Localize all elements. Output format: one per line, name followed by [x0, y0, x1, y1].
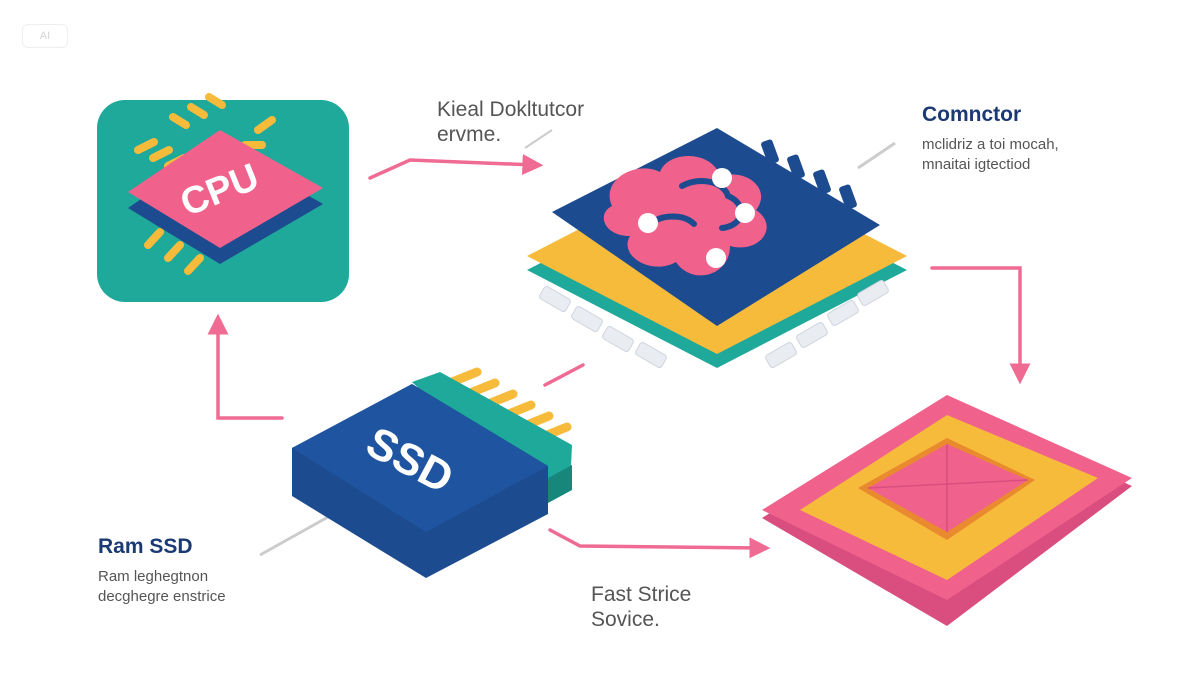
- leader-top-right: [857, 141, 896, 170]
- cpu-node: CPU: [97, 93, 349, 302]
- arrow-cpu-to-processor: [368, 154, 544, 180]
- processor-top-pins: [761, 139, 857, 210]
- storage-node: [762, 395, 1132, 626]
- annotation-top-center: Kieal Dokltutcor ervme.: [437, 97, 584, 147]
- annotation-bottom-left: Ram SSD Ram leghegtnon decghegre enstric…: [98, 535, 226, 607]
- annotation-top-right-line1: mclidriz a toi mocah,: [922, 136, 1059, 153]
- annotation-bottom-center: Fast Strice Sovice.: [591, 582, 691, 632]
- processor-node: [527, 128, 907, 368]
- link-ssd-processor: [543, 363, 585, 387]
- annotation-bottom-center-line2: Sovice.: [591, 608, 660, 631]
- annotation-bottom-center-line1: Fast Strice: [591, 583, 692, 606]
- annotation-top-right-line2: mnaitai igtectiod: [922, 156, 1031, 173]
- annotation-top-right-title: Comnctor: [922, 103, 1022, 126]
- arrow-ssd-to-cpu: [207, 313, 284, 420]
- leader-lines: [259, 129, 896, 557]
- arrows: [207, 154, 1031, 559]
- annotation-top-center-line1: Kieal Dokltutcor: [437, 98, 585, 121]
- leader-top-center: [524, 129, 553, 149]
- arrow-ssd-to-storage: [548, 528, 771, 559]
- annotation-top-center-line2: ervme.: [437, 123, 502, 146]
- annotation-bottom-left-line2: decghegre enstrice: [98, 588, 226, 605]
- annotation-top-right: Comnctor mclidriz a toi mocah, mnaitai i…: [922, 103, 1059, 175]
- ssd-node: SSD: [292, 367, 572, 578]
- processor-bottom-pins: [539, 280, 889, 368]
- annotation-bottom-left-title: Ram SSD: [98, 535, 193, 558]
- storage-inner: [868, 444, 1028, 532]
- annotation-bottom-left-line1: Ram leghegtnon: [98, 568, 209, 585]
- cpu-chip: [128, 130, 323, 248]
- corner-badge: AI: [22, 24, 68, 48]
- processor-core-pattern: [603, 155, 767, 276]
- arrow-processor-to-storage: [930, 266, 1031, 385]
- leader-bottom-left: [259, 515, 329, 557]
